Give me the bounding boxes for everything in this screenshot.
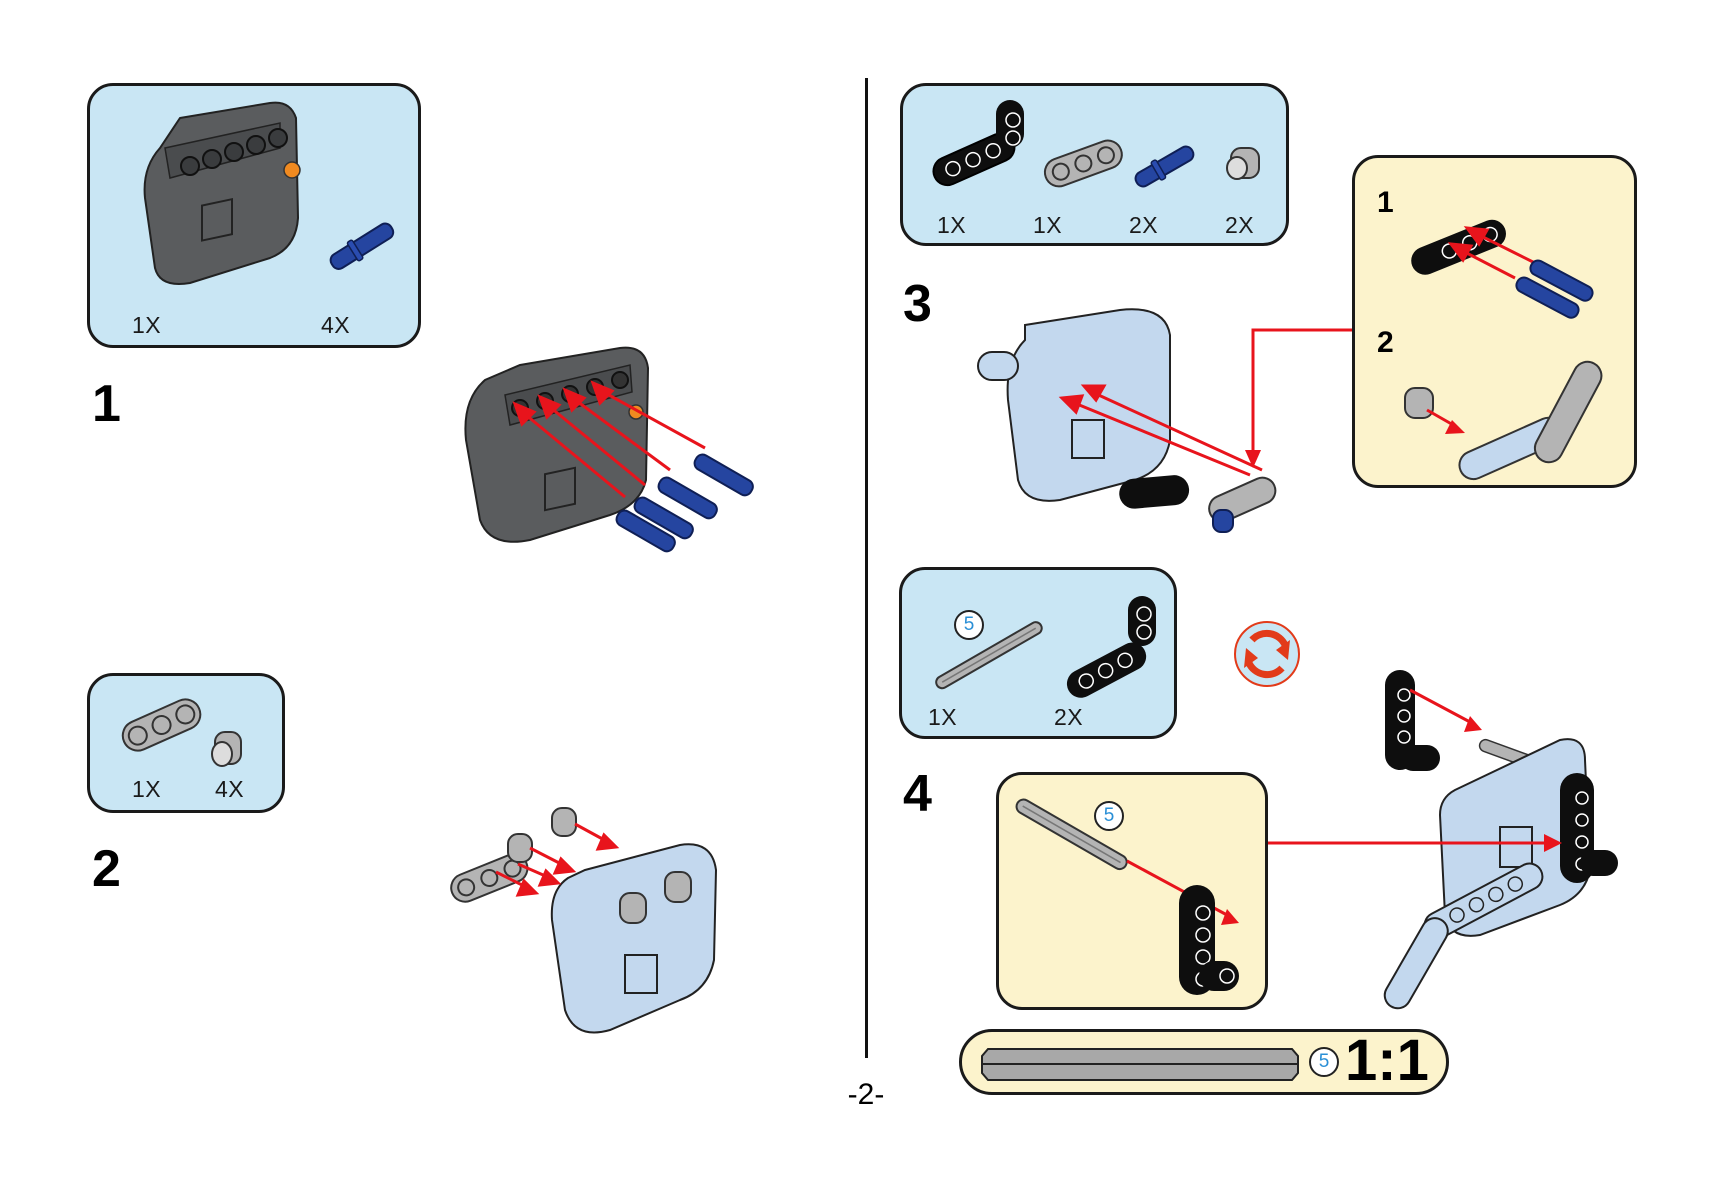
quantity-label: 1X (937, 212, 967, 238)
step-number: 4 (903, 765, 932, 823)
page-number: -2- (847, 1078, 885, 1111)
axle-length-badge: 5 (954, 610, 984, 640)
smart-hub-dark-icon (143, 101, 301, 285)
step-4-subassembly-box: 5 (996, 772, 1268, 1010)
step-number: 2 (92, 840, 121, 898)
substep-illustration (1015, 798, 1239, 995)
black-l-beam-icon (1066, 596, 1156, 698)
quantity-label: 1X (928, 704, 958, 730)
quantity-label: 2X (1225, 212, 1255, 238)
axle-gauge-icon (981, 1048, 1299, 1081)
quantity-label: 1X (132, 312, 162, 338)
axle-length-badge: 5 (1309, 1047, 1339, 1077)
substep-number: 1 (1377, 186, 1394, 219)
substep-1-illustration (1404, 219, 1603, 481)
quantity-label: 4X (321, 312, 351, 338)
gray-bush-icon (211, 731, 242, 767)
blue-pin-icon (329, 222, 395, 270)
step-2-parts-box: 1X 4X (87, 673, 285, 813)
step-number: 1 (92, 375, 121, 433)
axle-length-ruler (959, 1029, 1449, 1095)
black-l-beam-icon (932, 100, 1024, 187)
gray-bush-icon (1226, 147, 1260, 180)
quantity-label: 1X (1033, 212, 1063, 238)
step-number: 3 (903, 275, 932, 333)
substep-number: 2 (1377, 326, 1394, 359)
step-1-parts-box: 1X 4X (87, 83, 421, 348)
column-divider (865, 78, 868, 1058)
quantity-label: 2X (1054, 704, 1084, 730)
step-3-subassembly-box: 1 2 (1352, 155, 1637, 488)
gray-beam-icon (121, 698, 202, 752)
gray-axle-icon (935, 621, 1043, 690)
axle-length-badge: 5 (1094, 801, 1124, 831)
blue-pin-icon (1134, 145, 1195, 188)
scale-label: 1:1 (1345, 1028, 1429, 1093)
quantity-label: 2X (1129, 212, 1159, 238)
quantity-label: 4X (215, 776, 245, 802)
quantity-label: 1X (132, 776, 162, 802)
step-3-parts-box: 1X 1X 2X 2X (900, 83, 1289, 246)
gray-beam-icon (1043, 139, 1123, 188)
step-4-parts-box: 5 1X 2X (899, 567, 1177, 739)
